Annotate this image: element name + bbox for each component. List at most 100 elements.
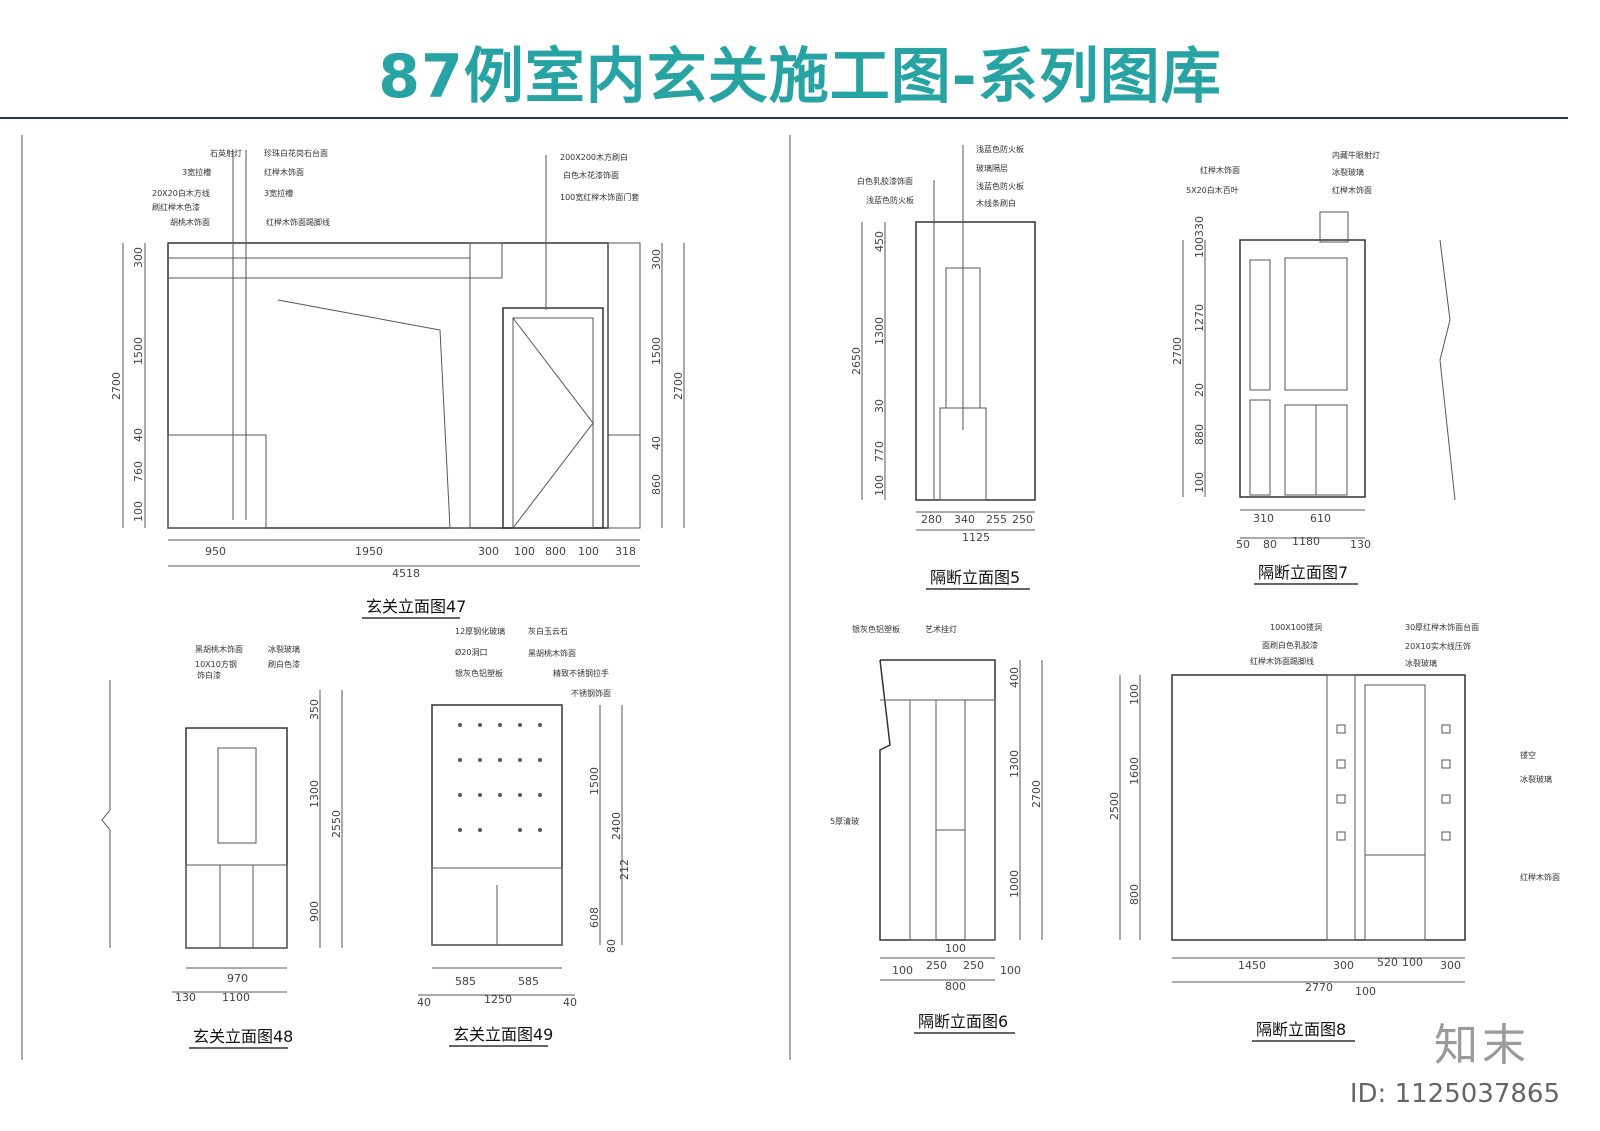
svg-text:1500: 1500 — [588, 767, 601, 795]
cabinet — [167, 434, 267, 529]
svg-text:2700: 2700 — [1171, 337, 1184, 365]
title-divider — [0, 117, 1568, 119]
svg-text:冰裂玻璃: 冰裂玻璃 — [1405, 658, 1437, 668]
svg-text:40: 40 — [132, 428, 145, 442]
svg-text:800: 800 — [1128, 884, 1141, 905]
svg-text:1500: 1500 — [650, 337, 663, 365]
svg-text:255: 255 — [986, 513, 1007, 526]
svg-text:800: 800 — [545, 545, 566, 558]
svg-text:130: 130 — [1350, 538, 1371, 551]
svg-text:300: 300 — [1440, 959, 1461, 972]
svg-text:318: 318 — [615, 545, 636, 558]
drawing-caption: 玄关立面图49 — [453, 1025, 553, 1044]
svg-text:3宽拉槽: 3宽拉槽 — [182, 167, 211, 177]
svg-text:5厚清玻: 5厚清玻 — [830, 816, 859, 826]
svg-text:1100: 1100 — [222, 991, 250, 1004]
dimensions: 950 1950 300 100 800 100 318 4518 300 15… — [110, 243, 685, 580]
svg-text:280: 280 — [921, 513, 942, 526]
svg-text:250: 250 — [1012, 513, 1033, 526]
svg-text:1300: 1300 — [1008, 750, 1021, 778]
svg-text:450: 450 — [873, 231, 886, 252]
svg-text:760: 760 — [132, 461, 145, 482]
svg-text:冰裂玻璃: 冰裂玻璃 — [268, 644, 300, 654]
svg-text:石英射灯: 石英射灯 — [210, 148, 242, 158]
svg-text:1300: 1300 — [873, 317, 886, 345]
elevation-47: 石英射灯 3宽拉槽 20X20白木方线 刷红榉木色漆 胡桃木饰面 珍珠白花岗石台… — [110, 148, 685, 619]
svg-text:100: 100 — [1193, 472, 1206, 493]
svg-text:100: 100 — [578, 545, 599, 558]
svg-text:40: 40 — [650, 436, 663, 450]
svg-text:340: 340 — [954, 513, 975, 526]
svg-text:1300: 1300 — [308, 780, 321, 808]
svg-text:刷红榉木色漆: 刷红榉木色漆 — [152, 202, 200, 212]
svg-text:1000: 1000 — [1008, 870, 1021, 898]
svg-text:1950: 1950 — [355, 545, 383, 558]
elevation-8: 100X100镂洞 面刷白色乳胶漆 红榉木饰面踢脚线 30厚红榉木饰面台面 20… — [1108, 622, 1560, 1042]
svg-text:100: 100 — [1355, 985, 1376, 998]
svg-text:黑胡桃木饰面: 黑胡桃木饰面 — [195, 644, 243, 654]
svg-text:100: 100 — [1000, 964, 1021, 977]
svg-text:800: 800 — [945, 980, 966, 993]
resource-id: ID: 1125037865 — [1349, 1079, 1560, 1109]
svg-text:浅蓝色防火板: 浅蓝色防火板 — [866, 195, 914, 205]
svg-text:Ø20洞口: Ø20洞口 — [455, 647, 487, 657]
svg-text:300: 300 — [650, 249, 663, 270]
svg-text:红榉木饰面: 红榉木饰面 — [1520, 872, 1560, 882]
svg-text:100: 100 — [945, 942, 966, 955]
svg-text:2700: 2700 — [110, 372, 123, 400]
svg-text:100: 100 — [892, 964, 913, 977]
svg-text:胡桃木饰面: 胡桃木饰面 — [170, 217, 210, 227]
svg-text:80: 80 — [605, 939, 618, 953]
svg-text:红榉木饰面: 红榉木饰面 — [1200, 165, 1240, 175]
svg-text:珍珠白花岗石台面: 珍珠白花岗石台面 — [264, 148, 328, 158]
svg-text:950: 950 — [205, 545, 226, 558]
svg-text:1600: 1600 — [1128, 757, 1141, 785]
door-frame — [502, 307, 604, 529]
drawing-caption: 隔断立面图7 — [1258, 563, 1348, 582]
drawing-caption: 玄关立面图47 — [366, 597, 466, 616]
svg-text:100: 100 — [514, 545, 535, 558]
svg-text:玻璃隔层: 玻璃隔层 — [976, 163, 1008, 173]
elevation-48: 黑胡桃木饰面 10X10方钢 饰白漆 冰裂玻璃 刷白色漆 970 130 110… — [101, 644, 343, 1049]
svg-text:608: 608 — [588, 907, 601, 928]
svg-text:40: 40 — [563, 996, 577, 1009]
svg-text:100X100镂洞: 100X100镂洞 — [1270, 622, 1322, 632]
svg-text:100: 100 — [873, 475, 886, 496]
svg-text:银灰色铝塑板: 银灰色铝塑板 — [455, 668, 503, 678]
svg-text:310: 310 — [1253, 512, 1274, 525]
svg-text:30厚红榉木饰面台面: 30厚红榉木饰面台面 — [1405, 622, 1479, 632]
svg-text:770: 770 — [873, 441, 886, 462]
svg-text:880: 880 — [1193, 424, 1206, 445]
svg-text:冰裂玻璃: 冰裂玻璃 — [1520, 774, 1552, 784]
svg-text:860: 860 — [650, 474, 663, 495]
svg-text:1270: 1270 — [1193, 304, 1206, 332]
svg-text:300: 300 — [478, 545, 499, 558]
svg-text:镂空: 镂空 — [1520, 750, 1536, 760]
svg-text:1500: 1500 — [132, 337, 145, 365]
svg-text:585: 585 — [455, 975, 476, 988]
svg-text:2400: 2400 — [610, 812, 623, 840]
drawing-caption: 玄关立面图48 — [193, 1027, 293, 1046]
svg-text:100宽红榉木饰面门套: 100宽红榉木饰面门套 — [560, 192, 639, 202]
svg-text:40: 40 — [417, 996, 431, 1009]
svg-text:2700: 2700 — [672, 372, 685, 400]
svg-text:20X10实木线压饰: 20X10实木线压饰 — [1405, 641, 1471, 651]
svg-text:10X10方钢: 10X10方钢 — [195, 659, 237, 669]
svg-text:白色乳胶漆饰面: 白色乳胶漆饰面 — [857, 176, 913, 186]
svg-text:1250: 1250 — [484, 993, 512, 1006]
svg-text:银灰色铝塑板: 银灰色铝塑板 — [852, 624, 900, 634]
svg-text:80: 80 — [1263, 538, 1277, 551]
svg-text:100: 100 — [1402, 956, 1423, 969]
svg-text:2500: 2500 — [1108, 792, 1121, 820]
svg-text:970: 970 — [227, 972, 248, 985]
svg-text:100: 100 — [1128, 684, 1141, 705]
callout-labels: 石英射灯 3宽拉槽 20X20白木方线 刷红榉木色漆 胡桃木饰面 珍珠白花岗石台… — [152, 148, 639, 520]
svg-text:50: 50 — [1236, 538, 1250, 551]
svg-text:12厚钢化玻璃: 12厚钢化玻璃 — [455, 626, 505, 636]
svg-text:30: 30 — [873, 399, 886, 413]
svg-text:20X20白木方线: 20X20白木方线 — [152, 188, 210, 198]
svg-text:冰裂玻璃: 冰裂玻璃 — [1332, 167, 1364, 177]
svg-text:红榉木饰面: 红榉木饰面 — [264, 167, 304, 177]
svg-text:浅蓝色防火板: 浅蓝色防火板 — [976, 181, 1024, 191]
